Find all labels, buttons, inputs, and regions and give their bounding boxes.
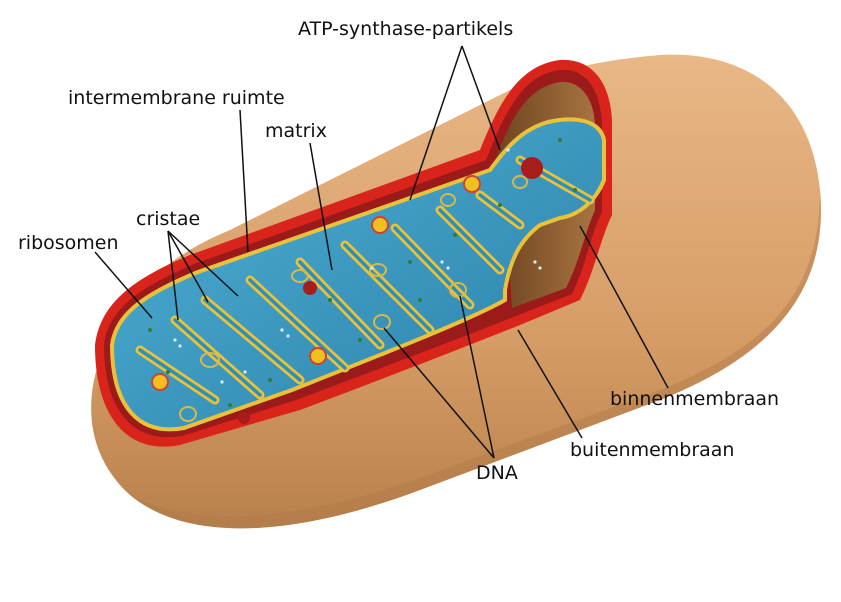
- label-dna: DNA: [476, 462, 518, 484]
- outer-body-shadow: [130, 190, 821, 529]
- label-ribosomes: ribosomen: [18, 232, 119, 254]
- matrix-specks: [173, 148, 542, 384]
- label-inner-membrane: binnenmembraan: [610, 388, 780, 410]
- ribosomes: [148, 138, 577, 407]
- granules: [238, 157, 543, 424]
- label-atp-synthase: ATP-synthase-partikels: [298, 18, 514, 40]
- label-outer-membrane: buitenmembraan: [570, 439, 735, 461]
- atp-particles: [151, 175, 481, 391]
- label-cristae: cristae: [136, 208, 201, 230]
- label-intermembrane-space: intermembrane ruimte: [68, 87, 285, 109]
- leader-lines: [94, 45, 669, 459]
- dna-loops: [179, 175, 528, 422]
- label-matrix: matrix: [265, 120, 327, 142]
